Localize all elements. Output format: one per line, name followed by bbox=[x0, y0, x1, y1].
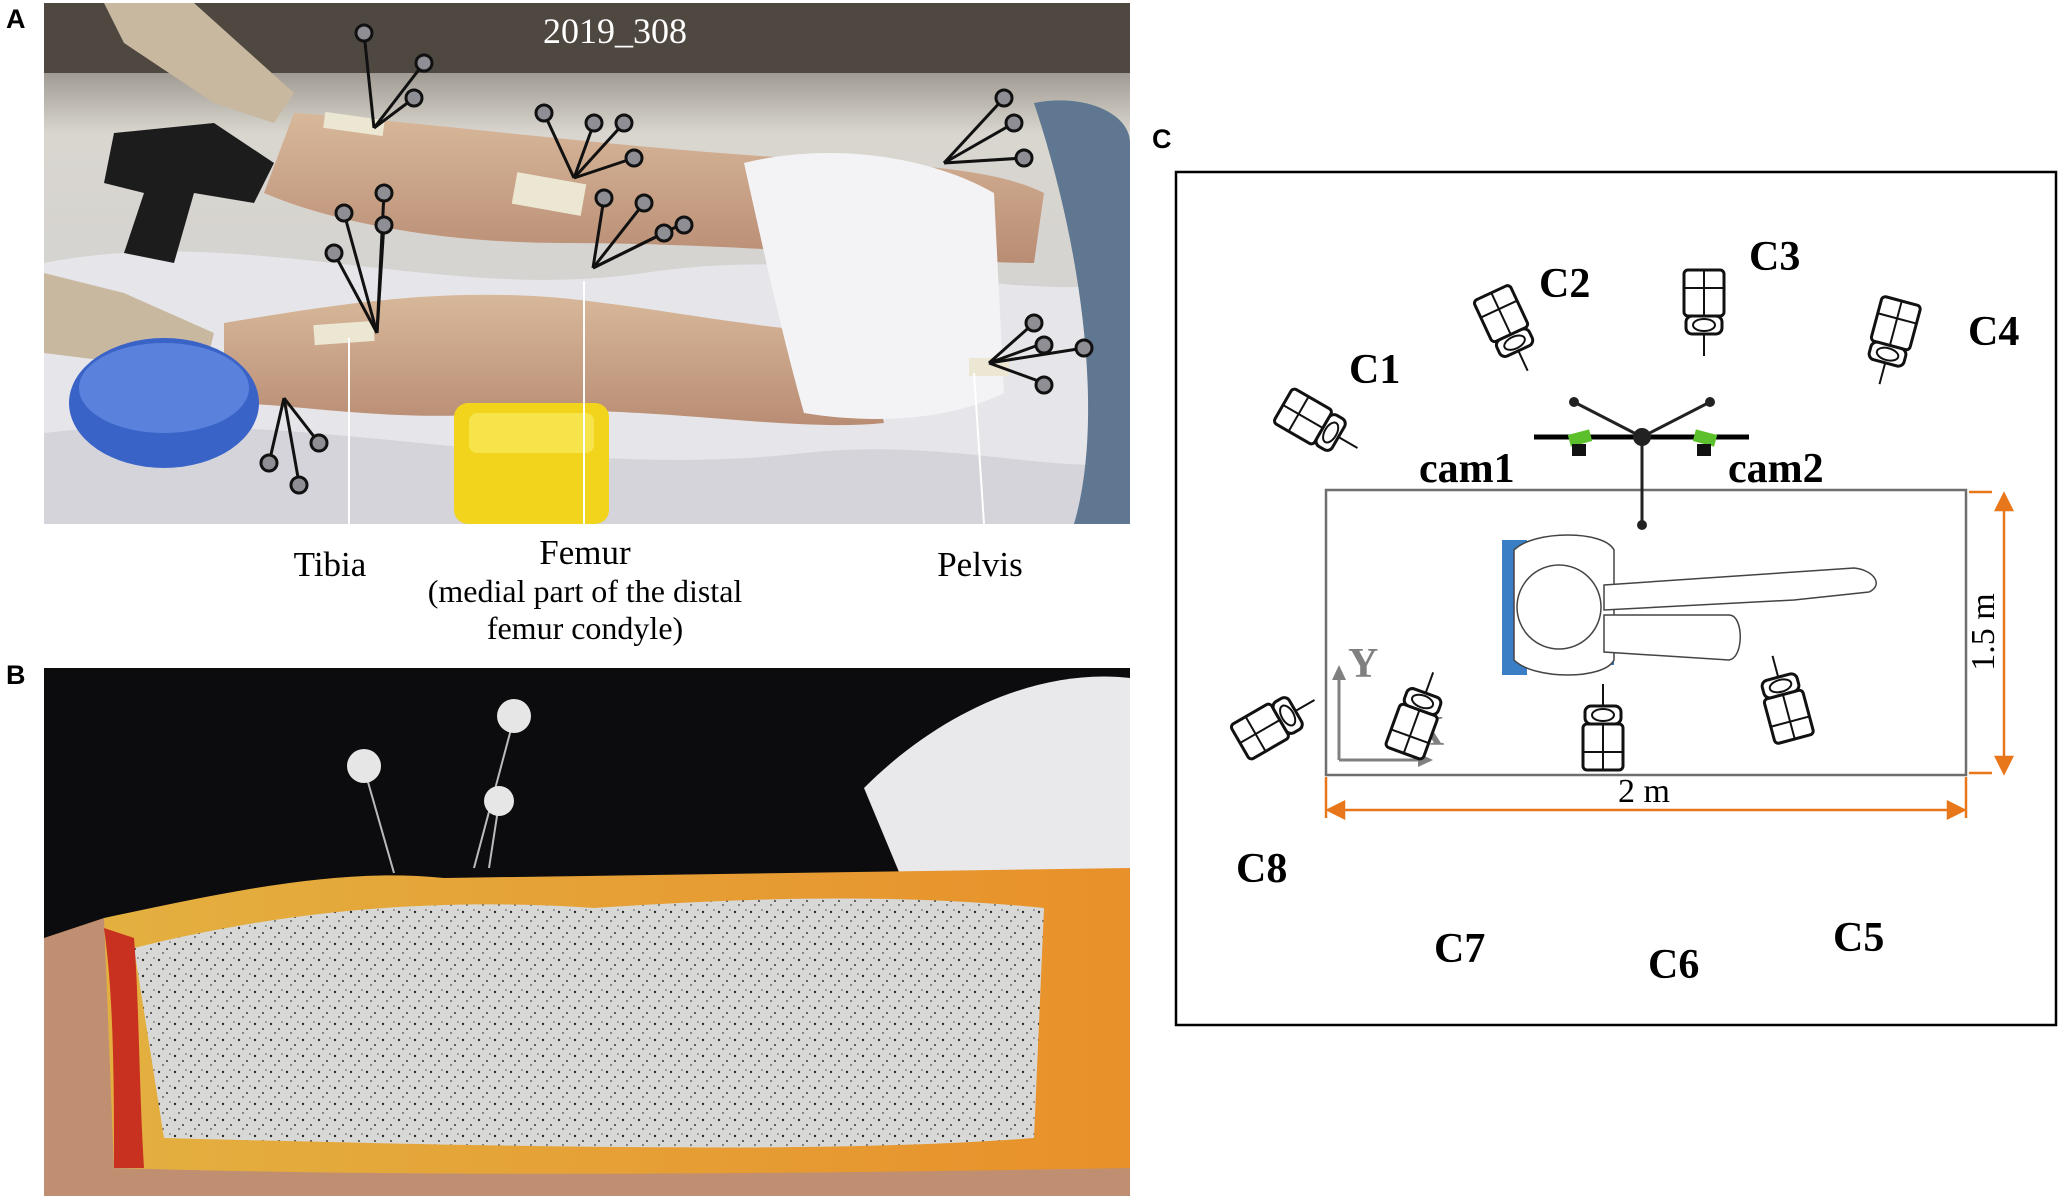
cam2-body bbox=[1692, 429, 1718, 447]
subject-figure bbox=[1502, 534, 1877, 676]
specimen-photo bbox=[44, 3, 1130, 524]
mocap-camera-icon-c5 bbox=[1760, 655, 1815, 745]
femur-label: Femur bbox=[539, 533, 631, 572]
tibia-label: Tibia bbox=[293, 545, 367, 584]
y-axis-label: Y bbox=[1348, 641, 1378, 687]
specimen-id-stamp: 2019_308 bbox=[543, 11, 687, 51]
cam1-label: cam1 bbox=[1419, 446, 1515, 492]
mocap-camera-icon-c8 bbox=[1229, 696, 1315, 761]
camera-label-c3: C3 bbox=[1749, 234, 1800, 280]
femur-label-block: Femur (medial part of the distal femur c… bbox=[390, 533, 780, 647]
camera-label-c2: C2 bbox=[1539, 261, 1590, 307]
camera-label-c7: C7 bbox=[1434, 926, 1485, 972]
camera-label-c6: C6 bbox=[1648, 942, 1699, 988]
capture-setup-diagram: Y X 2 m 1.5 m cam1 cam2 C1 C2 C3 C4 C5 C… bbox=[1174, 170, 2058, 1027]
mocap-camera-icon-c2 bbox=[1473, 284, 1535, 372]
camera-label-c8: C8 bbox=[1236, 846, 1287, 892]
pelvis-label: Pelvis bbox=[937, 545, 1023, 584]
cam1-body bbox=[1567, 429, 1593, 447]
femur-sub-label-2: femur condyle) bbox=[486, 610, 684, 646]
stereo-rig bbox=[1534, 397, 1749, 530]
camera-label-c4: C4 bbox=[1968, 309, 2019, 355]
cam2-label: cam2 bbox=[1728, 446, 1824, 492]
mocap-camera-icon-c1 bbox=[1272, 387, 1358, 452]
mocap-camera-icon-c3 bbox=[1682, 268, 1726, 356]
width-dimension-label: 2 m bbox=[1618, 773, 1670, 810]
mocap-camera-icon-c4 bbox=[1867, 295, 1922, 385]
camera-label-c5: C5 bbox=[1833, 915, 1884, 961]
camera-label-c1: C1 bbox=[1349, 347, 1400, 393]
mocap-camera-icon-c7 bbox=[1384, 672, 1443, 761]
dimension-lines bbox=[1324, 490, 2015, 821]
panel-b-letter: B bbox=[6, 660, 26, 690]
panel-a-letter: A bbox=[6, 4, 26, 34]
capture-volume bbox=[1324, 488, 1968, 777]
femur-sub-label-1: (medial part of the distal bbox=[427, 573, 743, 609]
height-dimension-label: 1.5 m bbox=[1965, 593, 2002, 670]
mocap-camera-icon-c6 bbox=[1581, 684, 1625, 772]
speckle-pattern-photo bbox=[44, 668, 1130, 1196]
panel-c-letter: C bbox=[1152, 124, 1172, 154]
